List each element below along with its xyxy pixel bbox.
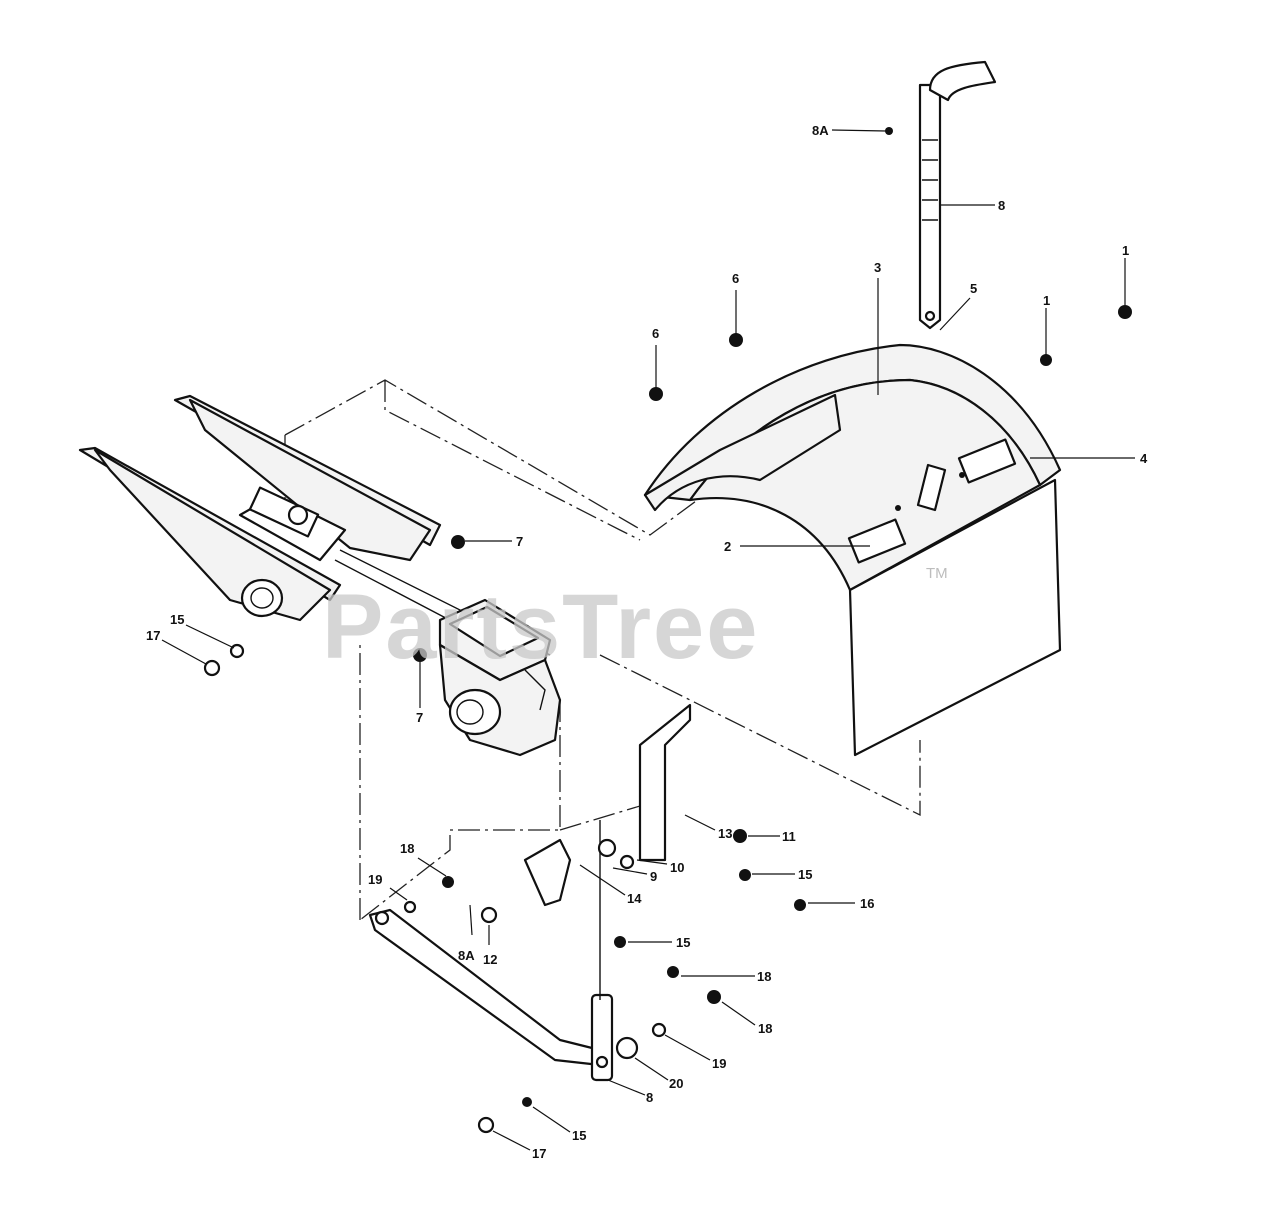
callout-15-b: 15 [798, 867, 812, 882]
hardware [203, 127, 1132, 1134]
callout-17-a: 17 [146, 628, 160, 643]
callout-15-d: 15 [572, 1128, 586, 1143]
leader-lines [161, 129, 1135, 1151]
callout-2: 2 [724, 539, 731, 554]
callout-6-b: 6 [652, 326, 659, 341]
callout-8-top: 8 [998, 198, 1005, 213]
watermark: PartsTree [322, 576, 759, 678]
callout-10: 10 [670, 860, 684, 875]
tine-shield [643, 343, 1062, 757]
transmission-housing [438, 598, 562, 757]
callout-5: 5 [970, 281, 977, 296]
callout-19-b: 19 [712, 1056, 726, 1071]
callout-20: 20 [669, 1076, 683, 1091]
watermark-tm: TM [926, 565, 948, 582]
callout-9: 9 [650, 869, 657, 884]
callout-19-a: 19 [368, 872, 382, 887]
callout-15-a: 15 [170, 612, 184, 627]
callout-1-a: 1 [1122, 243, 1129, 258]
callout-18-b: 18 [757, 969, 771, 984]
left-frame-assembly [78, 394, 551, 671]
callout-13: 13 [718, 826, 732, 841]
callout-11: 11 [782, 829, 796, 844]
callout-1-b: 1 [1043, 293, 1050, 308]
lower-linkage [368, 703, 692, 1082]
callout-3: 3 [874, 260, 881, 275]
callout-8a-b: 8A [458, 948, 475, 963]
callout-4: 4 [1140, 451, 1148, 466]
callout-14: 14 [627, 891, 642, 906]
callout-18-a: 18 [400, 841, 414, 856]
callout-7-a: 7 [516, 534, 523, 549]
depth-bar [918, 60, 997, 330]
callout-7-b: 7 [416, 710, 423, 725]
callout-16: 16 [860, 896, 874, 911]
callout-12: 12 [483, 952, 497, 967]
callout-8a-top: 8A [812, 123, 829, 138]
callout-17-b: 17 [532, 1146, 546, 1161]
callout-6-a: 6 [732, 271, 739, 286]
callout-15-c: 15 [676, 935, 690, 950]
callout-18-c: 18 [758, 1021, 772, 1036]
callout-8-b: 8 [646, 1090, 653, 1105]
